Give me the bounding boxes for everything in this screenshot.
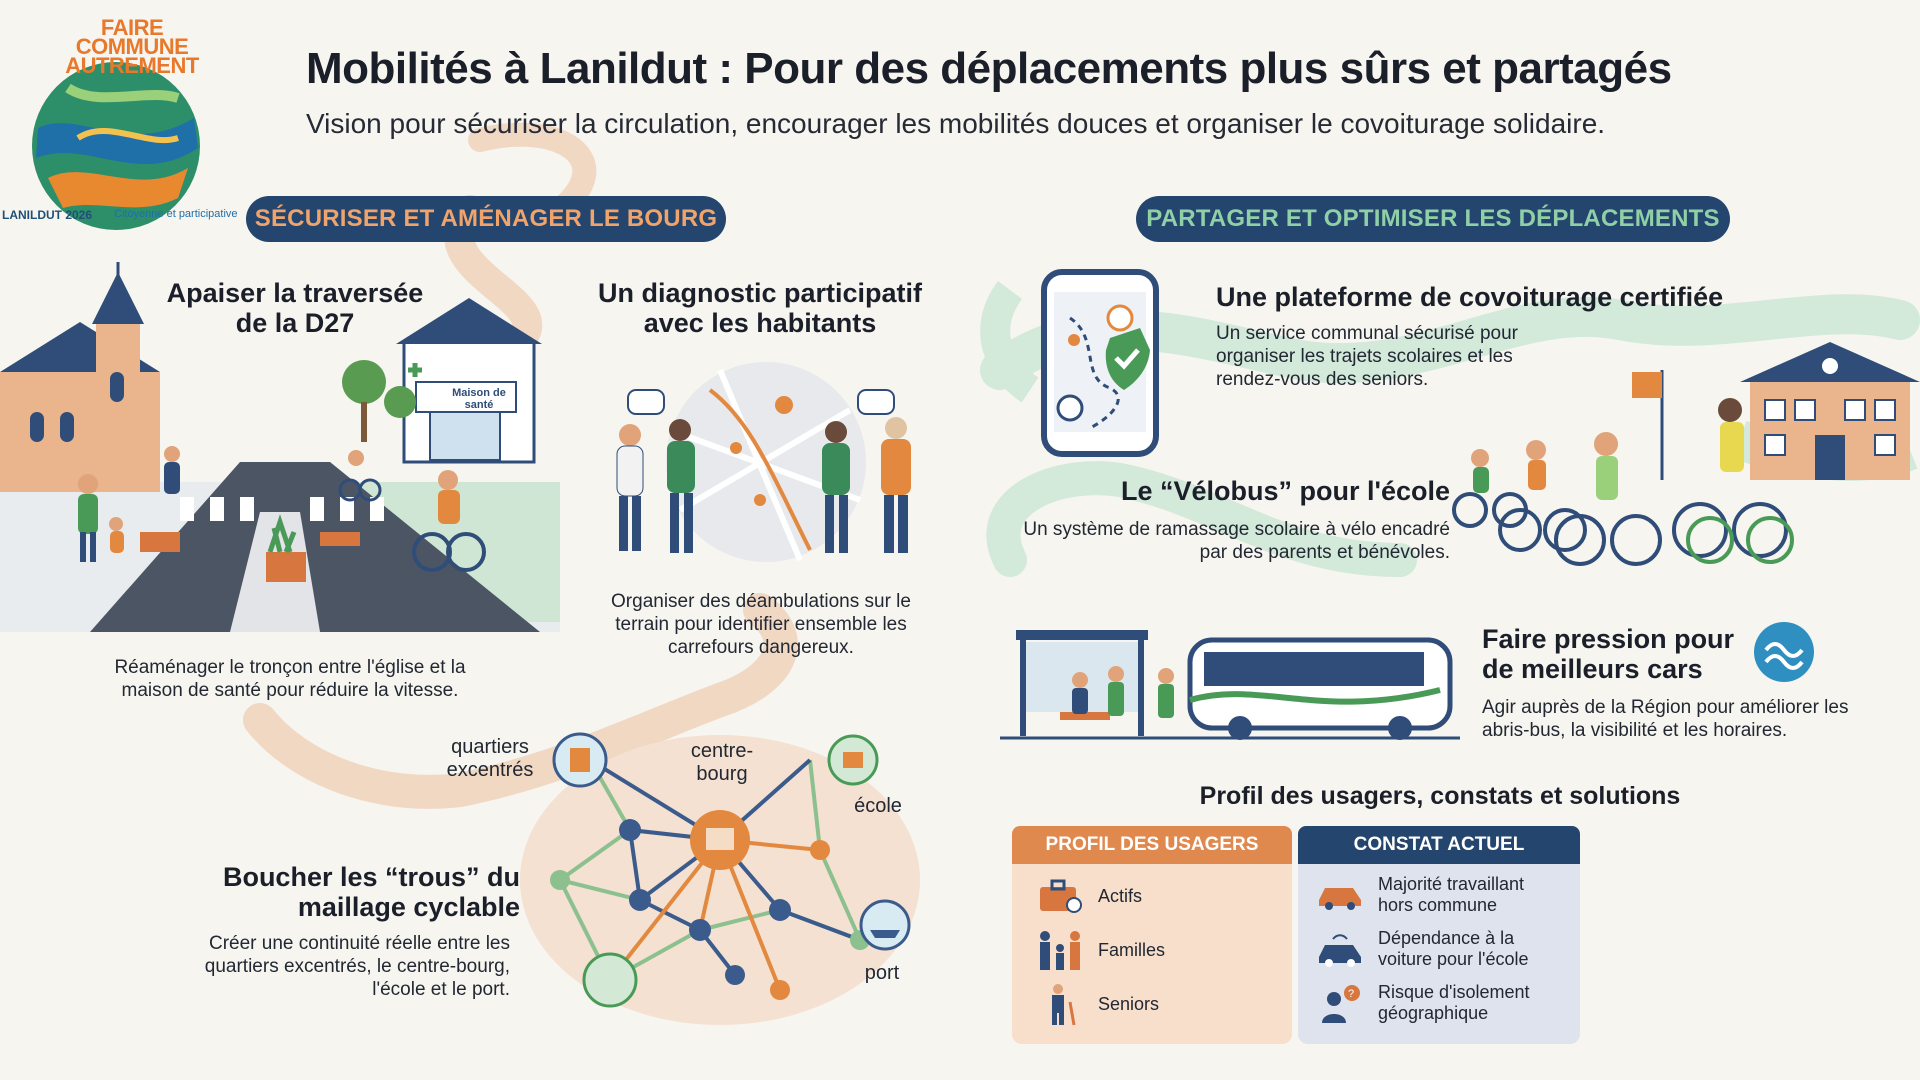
logo-right-text: Citoyenne et participative — [114, 208, 238, 220]
constat-label: Majorité travaillant hors commune — [1378, 874, 1525, 915]
profile-title: Profil des usagers, constats et solution… — [1199, 782, 1681, 810]
isolated-person-icon: ? — [1312, 983, 1368, 1023]
user-label: Seniors — [1098, 993, 1160, 1014]
phone-app-icon — [1041, 269, 1159, 457]
profile-constat-panel: Majorité travaillant hors commune Dépend… — [1298, 864, 1580, 1044]
svg-text:?: ? — [1348, 988, 1354, 1000]
logo-left-text: LANILDUT 2026 — [2, 208, 93, 222]
user-row-familles: Familles — [1032, 930, 1165, 970]
velobus-title: Le “Vélobus” pour l'école — [1121, 476, 1450, 506]
street-illustration — [0, 262, 560, 632]
user-row-seniors: Seniors — [1032, 984, 1160, 1026]
constat-row: Dépendance à la voiture pour l'école — [1312, 928, 1572, 969]
diagnostic-illustration — [616, 362, 911, 562]
velobus-illustration — [1452, 342, 1920, 566]
network-label-ecole: école — [854, 795, 902, 817]
user-label: Familles — [1098, 939, 1166, 960]
velobus-description: Un système de ramassage scolaire à vélo … — [1023, 519, 1450, 564]
diagnostic-title: Un diagnostic participatif avec les habi… — [597, 278, 923, 339]
section-right-label: PARTAGER ET OPTIMISER LES DÉPLACEMENTS — [1136, 196, 1730, 242]
connected-car-icon — [1312, 929, 1368, 969]
profile-header-users: PROFIL DES USAGERS — [1012, 826, 1292, 864]
network-label-port: port — [864, 962, 900, 984]
network-description: Créer une continuité réelle entre les qu… — [204, 933, 510, 1001]
profile-users-panel: Actifs Familles Seniors — [1012, 864, 1292, 1044]
senior-icon — [1032, 984, 1088, 1026]
page-title: Mobilités à Lanildut : Pour des déplacem… — [306, 44, 1672, 93]
wave-icon — [1754, 622, 1814, 682]
diagnostic-description: Organiser des déambulations sur le terra… — [611, 591, 911, 659]
logo-line-2: COMMUNE — [75, 34, 189, 59]
profile-header-constat: CONSTAT ACTUEL — [1298, 826, 1580, 864]
user-row-actifs: Actifs — [1032, 876, 1142, 916]
family-icon — [1032, 930, 1088, 970]
network-label-quartiers: quartiers excentrés — [446, 736, 534, 781]
logo: FAIRE COMMUNE AUTREMENT LANILDUT 2026 Ci… — [2, 15, 238, 248]
network-title: Boucher les “trous” du maillage cyclable — [222, 862, 520, 923]
cars-description: Agir auprès de la Région pour améliorer … — [1482, 697, 1849, 742]
user-label: Actifs — [1098, 885, 1143, 906]
covoiturage-description: Un service communal sécurisé pour organi… — [1216, 323, 1519, 391]
d27-title: Apaiser la traversée de la D27 — [166, 278, 424, 339]
cars-title: Faire pression pour de meilleurs cars — [1482, 624, 1735, 685]
covoiturage-title: Une plateforme de covoiturage certifiée — [1216, 282, 1724, 312]
constat-row: Majorité travaillant hors commune — [1312, 874, 1572, 915]
logo-line-3: AUTREMENT — [65, 53, 199, 78]
network-label-centre-bourg: centre-bourg — [690, 740, 754, 785]
logo-line-1: FAIRE — [100, 15, 164, 40]
section-left-label: SÉCURISER ET AMÉNAGER LE BOURG — [246, 196, 726, 242]
briefcase-icon — [1032, 876, 1088, 916]
car-icon — [1312, 875, 1368, 915]
health-house-sign: Maison de santé — [452, 387, 506, 411]
cycle-network-diagram — [550, 732, 911, 1008]
logo-emblem — [32, 62, 200, 230]
d27-description: Réaménager le tronçon entre l'église et … — [114, 657, 466, 702]
page-subtitle: Vision pour sécuriser la circulation, en… — [306, 108, 1606, 139]
constat-row: ? Risque d'isolement géographique — [1312, 982, 1572, 1023]
constat-label: Risque d'isolement géographique — [1378, 982, 1530, 1023]
constat-label: Dépendance à la voiture pour l'école — [1378, 928, 1529, 969]
bus-stop-illustration — [1000, 630, 1460, 740]
